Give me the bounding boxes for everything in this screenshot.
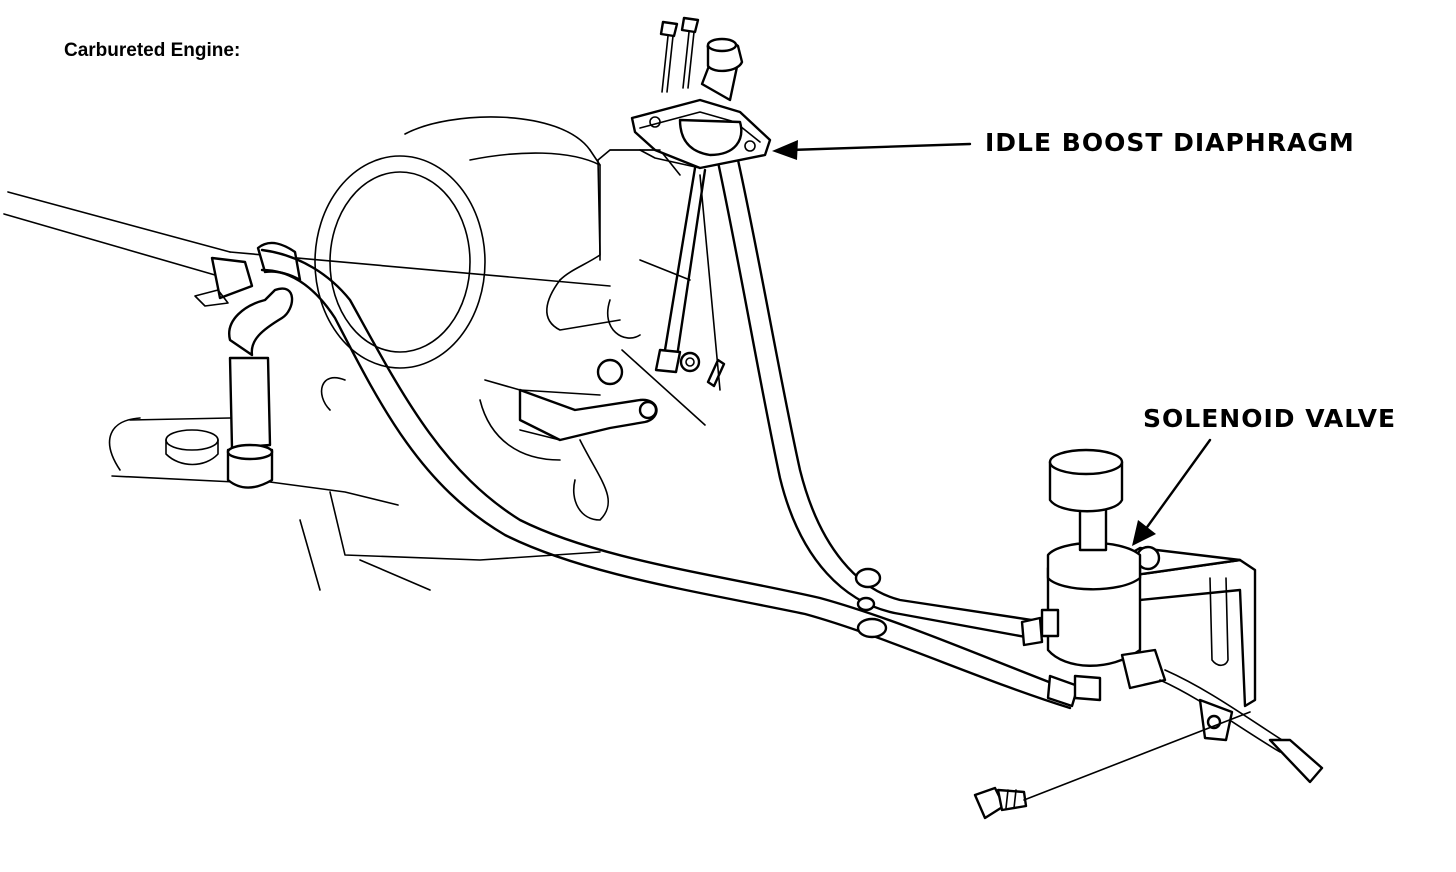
solenoid-valve-label: SOLENOID VALVE — [1143, 404, 1397, 433]
breather-hose — [194, 241, 302, 489]
idle-boost-diaphragm-label: IDLE BOOST DIAPHRAGM — [985, 128, 1355, 157]
solenoid-valve — [1040, 448, 1324, 784]
callout-arrows — [772, 140, 1212, 546]
idle-boost-diaphragm — [609, 16, 772, 391]
vacuum-hose-upper — [716, 158, 1047, 647]
engine-outline — [3, 116, 706, 591]
figure-caption: Carbureted Engine: — [64, 40, 241, 61]
vacuum-hose-lower — [260, 248, 1080, 710]
mounting-bolt — [973, 711, 1251, 820]
